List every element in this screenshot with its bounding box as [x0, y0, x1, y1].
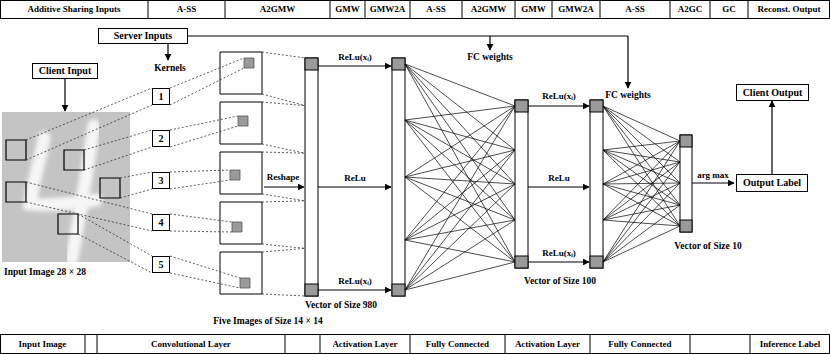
vector-100-activated	[590, 100, 603, 268]
client-output-box: Client Output	[736, 84, 809, 101]
table-cell-text: GMW2A	[558, 4, 594, 14]
relu-arrow	[528, 105, 589, 106]
vector-cell	[590, 100, 603, 112]
relu-arrow	[318, 65, 391, 66]
relu-label: ReLu(xᵢ)	[337, 52, 373, 62]
vector-cell	[680, 220, 692, 232]
table-cell-text: GMW2A	[370, 4, 406, 14]
vector-10	[680, 135, 692, 232]
table-cell-text: GMW	[521, 4, 546, 14]
top-bar	[1, 1, 830, 19]
node-text: 3	[159, 175, 164, 187]
top-bar-dividers	[148, 1, 748, 19]
table-cell-text: Convolutional Layer	[151, 339, 231, 349]
relu-label: ReLu(xᵢ)	[541, 248, 577, 258]
images-caption: Five Images of Size 14 × 14	[213, 316, 322, 327]
image-caption: Input Image 28 × 28	[4, 267, 86, 278]
argmax-label: arg max	[696, 170, 730, 180]
server-to-fc2-arrow	[627, 36, 628, 88]
vector-980-activated	[392, 58, 405, 296]
input-image	[2, 112, 130, 262]
vector-caption: Vector of Size 100	[524, 276, 596, 287]
reshape-arrow	[264, 186, 304, 187]
connector-arrow	[771, 101, 772, 174]
node-text: Output Label	[743, 177, 801, 189]
node-text: Server Inputs	[114, 30, 172, 42]
vector-caption: Vector of Size 10	[674, 241, 741, 252]
vector-cell	[515, 100, 528, 112]
relu-label: ReLu(xᵢ)	[337, 276, 373, 286]
table-cell-text: A2GC	[678, 4, 703, 14]
kernel-box: 3	[152, 172, 170, 189]
bottom-bar-dividers	[85, 335, 750, 354]
table-cell-text: Additive Sharing Inputs	[27, 4, 120, 14]
node-text: Client Input	[39, 65, 92, 77]
relu-arrow	[318, 186, 391, 187]
table-cell-text: Activation Layer	[332, 339, 397, 349]
vector-cell	[680, 135, 692, 147]
feature-images	[220, 52, 262, 294]
vector-100	[515, 100, 528, 268]
vector-cell	[305, 58, 318, 70]
relu-arrow	[528, 186, 589, 187]
kernel-box: 1	[152, 88, 170, 105]
table-cell-text: Inference Label	[760, 339, 821, 349]
relu-arrow	[528, 261, 589, 262]
vector-cell	[515, 256, 528, 268]
table-cell-text: GC	[722, 4, 736, 14]
vector-cell	[392, 284, 405, 296]
fc-weights-label: FC weights	[605, 90, 651, 101]
table-cell-text: GMW	[335, 4, 360, 14]
table-cell-text: A2GMW	[471, 4, 507, 14]
relu-arrow	[318, 289, 391, 290]
output-label-box: Output Label	[736, 174, 808, 192]
vector-cell	[305, 284, 318, 296]
kernel-box: 4	[152, 214, 170, 231]
table-cell-text: Fully Connected	[608, 339, 671, 349]
fc-weights-label: FC weights	[467, 52, 513, 63]
fc-connections	[603, 106, 680, 262]
node-text: 2	[159, 133, 164, 145]
table-cell-text: A2GMW	[260, 4, 296, 14]
image-to-kernel-dashes	[26, 88, 152, 273]
argmax-arrow	[692, 182, 734, 183]
server-to-fc1-arrow	[489, 36, 490, 50]
vector-980	[305, 58, 318, 296]
server-input-line	[150, 35, 628, 36]
server-input-box: Server Inputs	[98, 28, 188, 44]
receptive-field-squares	[6, 140, 120, 234]
feature-markers	[230, 58, 254, 288]
node-text: 4	[159, 217, 164, 229]
client-input-arrow	[64, 76, 65, 111]
kernels-label: Kernels	[154, 63, 186, 74]
table-cell-text: Fully Connected	[426, 339, 489, 349]
table-cell-text: Input Image	[19, 339, 67, 349]
relu-label: ReLu(xᵢ)	[541, 91, 577, 101]
table-cell-text: A-SS	[625, 4, 645, 14]
feature-to-vector-dashes	[262, 52, 305, 296]
vector-cell	[392, 58, 405, 70]
digit-stroke	[72, 126, 94, 258]
reshape-label: Reshape	[266, 172, 301, 182]
node-text: 1	[159, 91, 164, 103]
client-input-box: Client Input	[32, 63, 98, 79]
node-text: 5	[159, 259, 164, 271]
table-cell-text: Reconst. Output	[757, 4, 820, 14]
table-cell-text: A-SS	[177, 4, 197, 14]
table-cell-text: A-SS	[426, 4, 446, 14]
kernel-box: 2	[152, 130, 170, 147]
vector-cell	[590, 256, 603, 268]
node-text: Client Output	[743, 87, 803, 99]
vector-caption: Vector of Size 980	[305, 300, 377, 311]
kernel-to-feature-dashes	[170, 58, 244, 288]
relu-label: ReLu	[547, 173, 571, 183]
relu-label: ReLu	[343, 173, 367, 183]
fc-connections	[405, 64, 515, 290]
table-cell-text: Activation Layer	[515, 339, 580, 349]
bottom-bar	[1, 335, 830, 354]
kernel-box: 5	[152, 256, 170, 273]
